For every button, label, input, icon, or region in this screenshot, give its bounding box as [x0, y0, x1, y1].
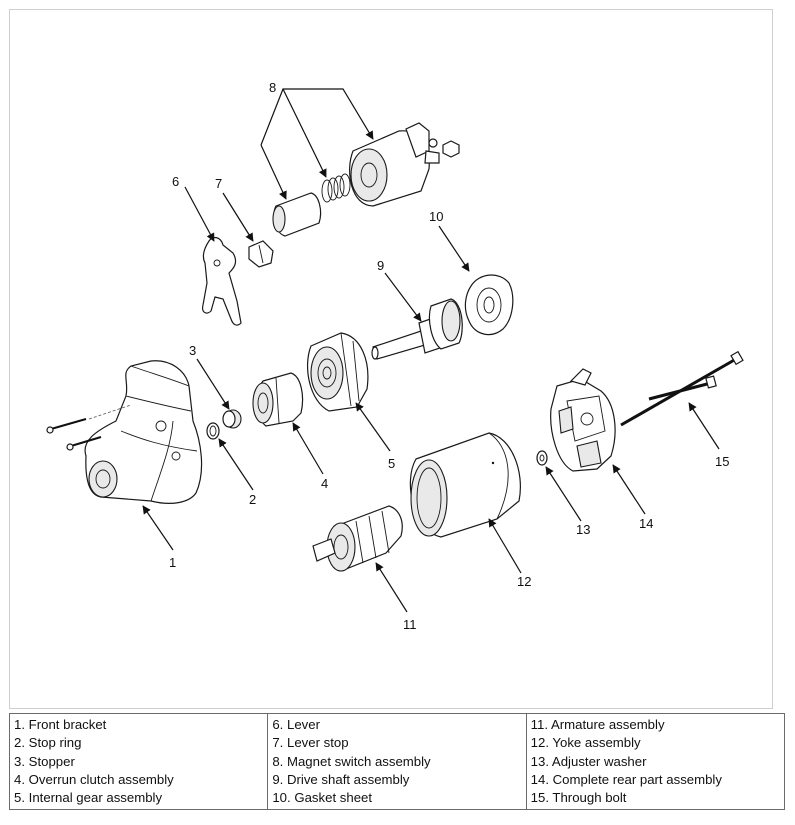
legend-row: 1. Front bracket 2. Stop ring 3. Stopper… — [8, 712, 786, 811]
parts-legend-table: 1. Front bracket 2. Stop ring 3. Stopper… — [8, 712, 786, 811]
legend-item: 6. Lever — [272, 717, 320, 732]
legend-item: 3. Stopper — [14, 753, 75, 769]
legend-item: 5. Internal gear assembly — [14, 790, 163, 806]
adjuster-washer-part — [536, 450, 548, 466]
overrun-clutch-part — [252, 372, 304, 427]
lever-part — [202, 236, 242, 326]
callout-8: 8 — [269, 80, 276, 95]
rear-part-assembly-part — [550, 368, 616, 472]
legend-item: 8. Magnet switch assembly — [272, 753, 431, 769]
callout-6: 6 — [172, 174, 179, 189]
legend-item: 9. Drive shaft assembly — [272, 771, 410, 787]
legend-column-1: 1. Front bracket 2. Stop ring 3. Stopper… — [8, 712, 269, 811]
legend-item: 2. Stop ring — [14, 735, 82, 751]
armature-part — [312, 505, 403, 572]
legend-column-3: 11. Armature assembly 12. Yoke assembly … — [525, 712, 786, 811]
legend-item: 14. Complete rear part assembly — [530, 771, 722, 787]
callout-9: 9 — [377, 258, 384, 273]
callout-10: 10 — [429, 209, 443, 224]
legend-item: 11. Armature assembly — [530, 717, 665, 732]
legend-item: 4. Overrun clutch assembly — [14, 771, 174, 787]
legend-item: 1. Front bracket — [14, 717, 107, 732]
front-bracket-part — [84, 360, 203, 504]
through-bolts-part — [620, 350, 744, 427]
leader-lines — [142, 88, 720, 613]
exploded-diagram: 1 2 3 4 5 6 7 8 9 10 11 12 13 14 15 — [9, 9, 773, 709]
diagram-canvas: 1 2 3 4 5 6 7 8 9 10 11 12 13 14 15 — [46, 80, 744, 632]
internal-gear-part — [307, 332, 369, 412]
callout-7: 7 — [215, 176, 222, 191]
callout-15: 15 — [715, 454, 729, 469]
callout-4: 4 — [321, 476, 328, 491]
stop-ring-part — [206, 422, 220, 440]
callout-13: 13 — [576, 522, 590, 537]
callout-12: 12 — [517, 574, 531, 589]
lever-stop-part — [248, 240, 274, 268]
legend-item: 10. Gasket sheet — [272, 790, 373, 806]
magnet-switch-part — [272, 122, 460, 237]
callout-3: 3 — [189, 343, 196, 358]
callout-11: 11 — [403, 617, 417, 632]
drive-shaft-part — [371, 298, 463, 360]
legend-item: 15. Through bolt — [530, 790, 627, 806]
legend-item: 7. Lever stop — [272, 735, 349, 751]
callout-14: 14 — [639, 516, 653, 531]
stopper-part — [222, 409, 242, 429]
front-bracket-bolts — [46, 404, 132, 451]
callout-1: 1 — [169, 555, 176, 570]
legend-column-2: 6. Lever 7. Lever stop 8. Magnet switch … — [267, 712, 527, 811]
legend-item: 12. Yoke assembly — [530, 735, 641, 751]
legend-item: 13. Adjuster washer — [530, 753, 647, 769]
callout-2: 2 — [249, 492, 256, 507]
yoke-part — [409, 432, 521, 538]
gasket-sheet-part — [464, 274, 514, 336]
callout-5: 5 — [388, 456, 395, 471]
